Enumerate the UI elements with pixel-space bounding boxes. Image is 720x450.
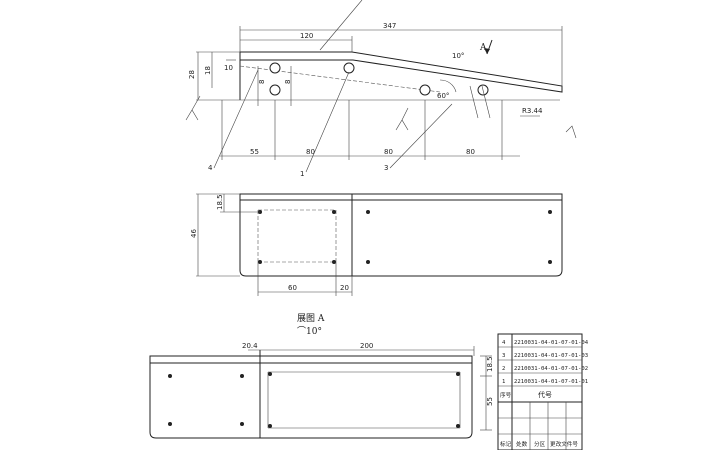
leader-4: 4 [208, 164, 213, 172]
row-code-1: 2210031-04-01-07-01-04 [514, 340, 589, 346]
dim-small-a: 8 [258, 80, 266, 84]
row-code-4: 2210031-04-01-07-01-01 [514, 379, 588, 385]
hole [548, 260, 552, 264]
view-arrow-label: A [479, 43, 487, 53]
view-a-caption: 展图 A [297, 313, 325, 324]
parts-table: 4 2210031-04-01-07-01-04 3 2210031-04-01… [497, 333, 589, 450]
hole [168, 374, 172, 378]
dim-width: 200 [360, 342, 373, 350]
hole [258, 260, 262, 264]
dim-bottom-2: 80 [306, 148, 315, 156]
dim-bottom-a: 60 [288, 284, 297, 292]
hole [419, 84, 431, 96]
dim-side-a: 18.5 [486, 356, 494, 372]
hole [456, 372, 460, 376]
view-a-rotation: ⌒10° [297, 326, 322, 337]
hole [168, 422, 172, 426]
row-no-1: 4 [502, 340, 506, 346]
footer-mark: 标记 [500, 440, 512, 448]
hole [343, 62, 355, 74]
dim-top-length: 120 [300, 32, 313, 40]
row-no-2: 3 [502, 353, 505, 359]
dim-height-c: 10 [224, 64, 233, 72]
view-a: 展图 A ⌒10° 20.4 200 18.5 55 [149, 313, 494, 439]
dim-angle-mid: 60° [437, 92, 449, 100]
header-code: 代号 [538, 390, 552, 399]
footer-change: 更改文件号 [550, 440, 578, 448]
row-no-3: 2 [502, 366, 505, 372]
dim-height: 46 [190, 229, 198, 238]
hole [268, 424, 272, 428]
dim-height-b: 18 [204, 66, 212, 75]
dim-bottom-b: 20 [340, 284, 349, 292]
hole [268, 372, 272, 376]
dim-left-h: 18.5 [216, 194, 224, 210]
hole [240, 422, 244, 426]
header-no: 序号 [500, 391, 512, 399]
hole [548, 210, 552, 214]
hole [456, 424, 460, 428]
dim-radius: R3.44 [522, 107, 543, 115]
dim-bottom-1: 55 [250, 148, 259, 156]
hole [332, 210, 336, 214]
dim-left: 20.4 [242, 342, 258, 350]
hole [240, 374, 244, 378]
hole [332, 260, 336, 264]
hole [269, 62, 281, 74]
row-code-3: 2210031-04-01-07-01-02 [514, 366, 588, 372]
dim-side-b: 55 [486, 397, 494, 406]
row-no-4: 1 [502, 379, 505, 385]
dim-small-b: 8 [284, 80, 292, 84]
footer-zone: 分区 [534, 440, 546, 448]
leader-1: 1 [300, 170, 304, 178]
front-view: 347 120 10° 60° A 28 18 10 8 8 [185, 0, 577, 178]
hole [366, 260, 370, 264]
top-view: 46 18.5 60 20 [190, 193, 563, 296]
dim-bottom-3: 80 [384, 148, 393, 156]
footer-count: 处数 [516, 440, 528, 448]
dim-angle-top: 10° [452, 52, 464, 60]
dim-bottom-4: 80 [466, 148, 475, 156]
hole [269, 84, 281, 96]
leader-3: 3 [384, 164, 388, 172]
dim-height-a: 28 [188, 70, 196, 79]
dim-overall: 347 [383, 22, 396, 30]
hole [366, 210, 370, 214]
row-code-2: 2210031-04-01-07-01-03 [514, 353, 588, 359]
